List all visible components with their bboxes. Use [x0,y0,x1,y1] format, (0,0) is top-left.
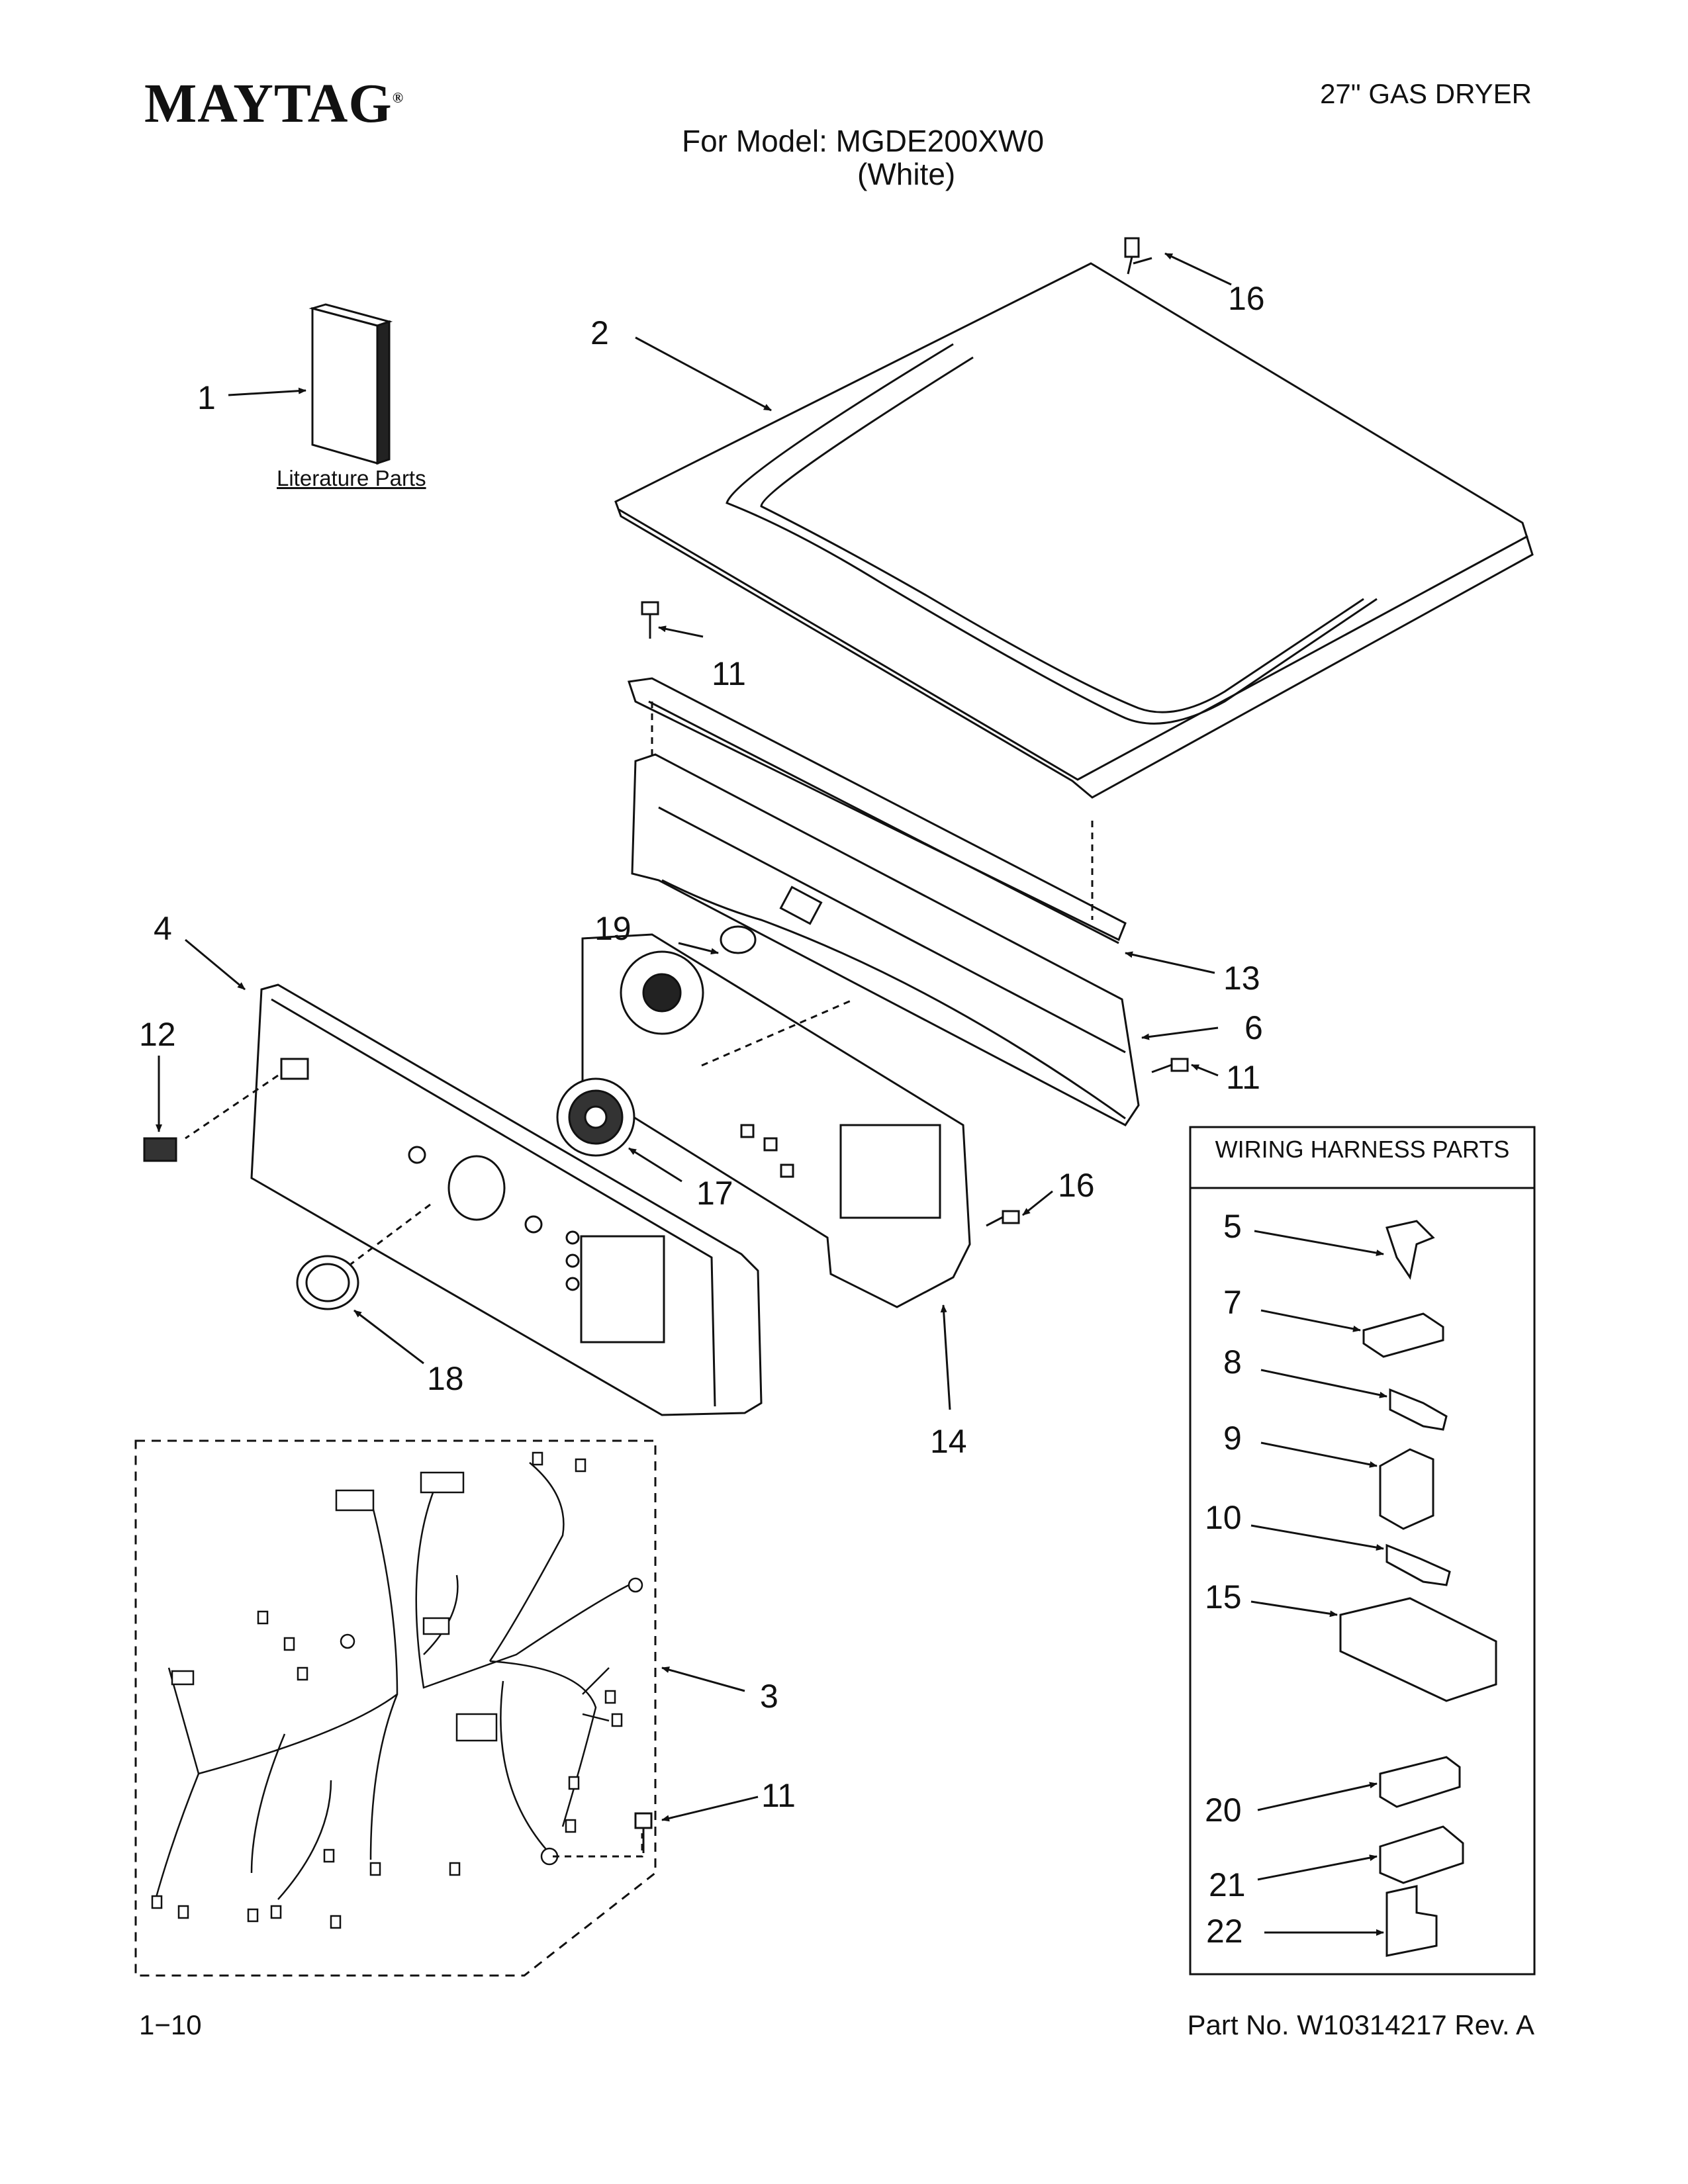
callout-20: 20 [1205,1792,1242,1829]
callout-16-top: 16 [1228,280,1265,317]
part-15-housing-icon [1339,1597,1497,1702]
console-panel [250,983,763,1416]
callout-numbers: 1 2 3 4 5 6 7 8 9 10 11 11 11 12 13 14 1… [139,280,1265,1950]
guide-line [553,1833,643,1858]
callout-14: 14 [930,1423,967,1460]
callout-5: 5 [1223,1208,1242,1245]
callout-18: 18 [427,1360,464,1397]
guide-line [350,1203,431,1265]
control-board [581,933,971,1308]
part-21-connector-icon [1379,1825,1464,1884]
callout-7: 7 [1223,1284,1242,1321]
callout-6: 6 [1244,1009,1263,1046]
part-20-connector-icon [1379,1756,1461,1808]
callout-11-right: 11 [1226,1059,1260,1096]
part-number: Part No. W10314217 Rev. A [1187,2009,1534,2040]
panel-retainer [628,677,1127,944]
part-9-connector-icon [1379,1448,1434,1530]
wiring-harness-box [1189,1126,1536,1976]
callout-3: 3 [760,1678,778,1715]
selector-cam [556,1077,635,1157]
callout-16-right: 16 [1058,1167,1095,1204]
callout-22: 22 [1206,1913,1243,1950]
callout-10: 10 [1205,1499,1242,1536]
guide-line [701,998,855,1067]
callout-1: 1 [197,379,216,416]
harness-region-border [134,1439,657,1977]
harness-part-icons [1339,1220,1497,1957]
document-type: 27" GAS DRYER [1320,78,1532,109]
page-number: 1−10 [139,2009,202,2040]
part-12-button [143,1137,177,1162]
part-5-clip-icon [1385,1220,1435,1280]
model-color: (White) [857,157,956,191]
callout-17: 17 [696,1175,733,1212]
screw-16-top-icon [1124,237,1140,275]
part-19-disk [720,925,757,954]
screw-11-upper-icon [641,601,659,639]
part-8-terminal-icon [1389,1388,1448,1431]
callout-21: 21 [1209,1866,1246,1903]
callout-4: 4 [154,910,172,947]
screw-11-lower-icon [634,1812,653,1853]
callout-8: 8 [1223,1343,1242,1381]
literature-parts-caption: Literature Parts [277,466,426,490]
callout-2: 2 [590,314,609,351]
knob [296,1255,359,1310]
part-22-connector-icon [1385,1885,1438,1957]
brand-logo: MAYTAG® [144,71,404,136]
registered-mark: ® [392,89,404,106]
callout-15: 15 [1205,1578,1242,1615]
model-number: For Model: MGDE200XW0 [682,124,1045,158]
callout-11-lower: 11 [761,1777,796,1814]
console-frame [631,753,1140,1126]
callout-11-upper: 11 [712,655,746,692]
top-panel [614,262,1534,799]
callout-19: 19 [594,910,632,947]
brand-name: MAYTAG [144,73,393,134]
callout-12: 12 [139,1016,176,1053]
callout-9: 9 [1223,1420,1242,1457]
screw-11-right-icon [1151,1058,1189,1073]
literature-booklet [308,303,393,465]
wiring-harness-title: WIRING HARNESS PARTS [1215,1136,1510,1163]
screw-16-top [1133,257,1152,265]
part-10-terminal-icon [1385,1543,1451,1586]
screw-16-right-icon [986,1210,1020,1227]
callout-leaders [156,252,1387,1936]
callout-13: 13 [1223,960,1260,997]
part-7-connector-icon [1362,1312,1444,1358]
